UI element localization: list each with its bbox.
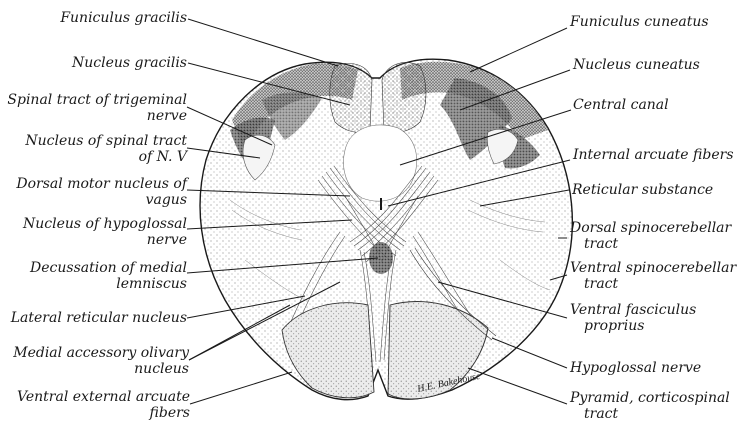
- label-nucleus-gracilis-text: Nucleus gracilis: [72, 55, 187, 71]
- label-dorsal-spinocerebellar: Dorsal spinocerebellar tract: [570, 220, 742, 252]
- label-hypoglossal-nerve: Hypoglossal nerve: [570, 360, 742, 376]
- label-nucleus-cuneatus: Nucleus cuneatus: [573, 57, 743, 73]
- label-nucleus-hypoglossal-line2: nerve: [2, 232, 187, 248]
- label-hypoglossal-nerve-text: Hypoglossal nerve: [570, 360, 701, 376]
- label-ventral-external-line1: Ventral external arcuate: [2, 389, 190, 405]
- label-dorsal-motor-nucleus-line1: Dorsal motor nucleus of: [2, 176, 187, 192]
- label-nucleus-spinal-tract-line2: of N. V: [2, 149, 187, 165]
- label-dorsal-motor-nucleus-line2: vagus: [2, 192, 187, 208]
- label-nucleus-spinal-tract: Nucleus of spinal tract of N. V: [2, 133, 187, 165]
- label-funiculus-cuneatus: Funiculus cuneatus: [570, 14, 744, 30]
- label-lateral-reticular: Lateral reticular nucleus: [2, 310, 187, 326]
- label-ventral-fasciculus-line1: Ventral fasciculus: [570, 302, 742, 318]
- label-ventral-spinocerebellar-line1: Ventral spinocerebellar: [570, 260, 744, 276]
- label-medial-accessory-line2: nucleus: [2, 361, 189, 377]
- label-reticular-substance-text: Reticular substance: [572, 182, 713, 198]
- label-ventral-spinocerebellar-line2: tract: [570, 276, 744, 292]
- label-funiculus-cuneatus-text: Funiculus cuneatus: [570, 14, 709, 30]
- label-ventral-external-line2: fibers: [2, 405, 190, 421]
- label-funiculus-gracilis-text: Funiculus gracilis: [60, 10, 187, 26]
- label-nucleus-hypoglossal-line1: Nucleus of hypoglossal: [2, 216, 187, 232]
- label-nucleus-gracilis: Nucleus gracilis: [40, 55, 187, 71]
- funiculus-gracilis-region: [330, 63, 372, 132]
- label-spinal-tract-trigeminal: Spinal tract of trigeminal nerve: [2, 92, 187, 124]
- label-ventral-external-arcuate: Ventral external arcuate fibers: [2, 389, 190, 421]
- label-decussation-line1: Decussation of medial: [2, 260, 187, 276]
- label-reticular-substance: Reticular substance: [572, 182, 742, 198]
- label-central-canal: Central canal: [573, 97, 743, 113]
- label-ventral-spinocerebellar: Ventral spinocerebellar tract: [570, 260, 744, 292]
- label-pyramid: Pyramid, corticospinal tract: [570, 390, 744, 422]
- label-decussation-line2: lemniscus: [2, 276, 187, 292]
- label-ventral-fasciculus-line2: proprius: [570, 318, 742, 334]
- label-nucleus-cuneatus-text: Nucleus cuneatus: [573, 57, 700, 73]
- label-internal-arcuate: Internal arcuate fibers: [573, 147, 743, 163]
- label-ventral-fasciculus: Ventral fasciculus proprius: [570, 302, 742, 334]
- label-funiculus-gracilis: Funiculus gracilis: [40, 10, 187, 26]
- label-spinal-tract-trigeminal-line1: Spinal tract of trigeminal: [2, 92, 187, 108]
- label-lateral-reticular-text: Lateral reticular nucleus: [11, 310, 187, 326]
- funiculus-gracilis-region-right: [382, 62, 426, 132]
- label-pyramid-line2: tract: [570, 406, 744, 422]
- label-nucleus-hypoglossal: Nucleus of hypoglossal nerve: [2, 216, 187, 248]
- pyramid-left: [282, 303, 374, 398]
- label-pyramid-line1: Pyramid, corticospinal: [570, 390, 744, 406]
- label-medial-accessory-olivary: Medial accessory olivary nucleus: [2, 345, 189, 377]
- label-decussation: Decussation of medial lemniscus: [2, 260, 187, 292]
- label-dorsal-motor-nucleus: Dorsal motor nucleus of vagus: [2, 176, 187, 208]
- label-dorsal-spinocerebellar-line1: Dorsal spinocerebellar: [570, 220, 742, 236]
- label-medial-accessory-line1: Medial accessory olivary: [2, 345, 189, 361]
- label-central-canal-text: Central canal: [573, 97, 669, 113]
- label-internal-arcuate-text: Internal arcuate fibers: [573, 147, 734, 163]
- label-nucleus-spinal-tract-line1: Nucleus of spinal tract: [2, 133, 187, 149]
- label-dorsal-spinocerebellar-line2: tract: [570, 236, 742, 252]
- label-spinal-tract-trigeminal-line2: nerve: [2, 108, 187, 124]
